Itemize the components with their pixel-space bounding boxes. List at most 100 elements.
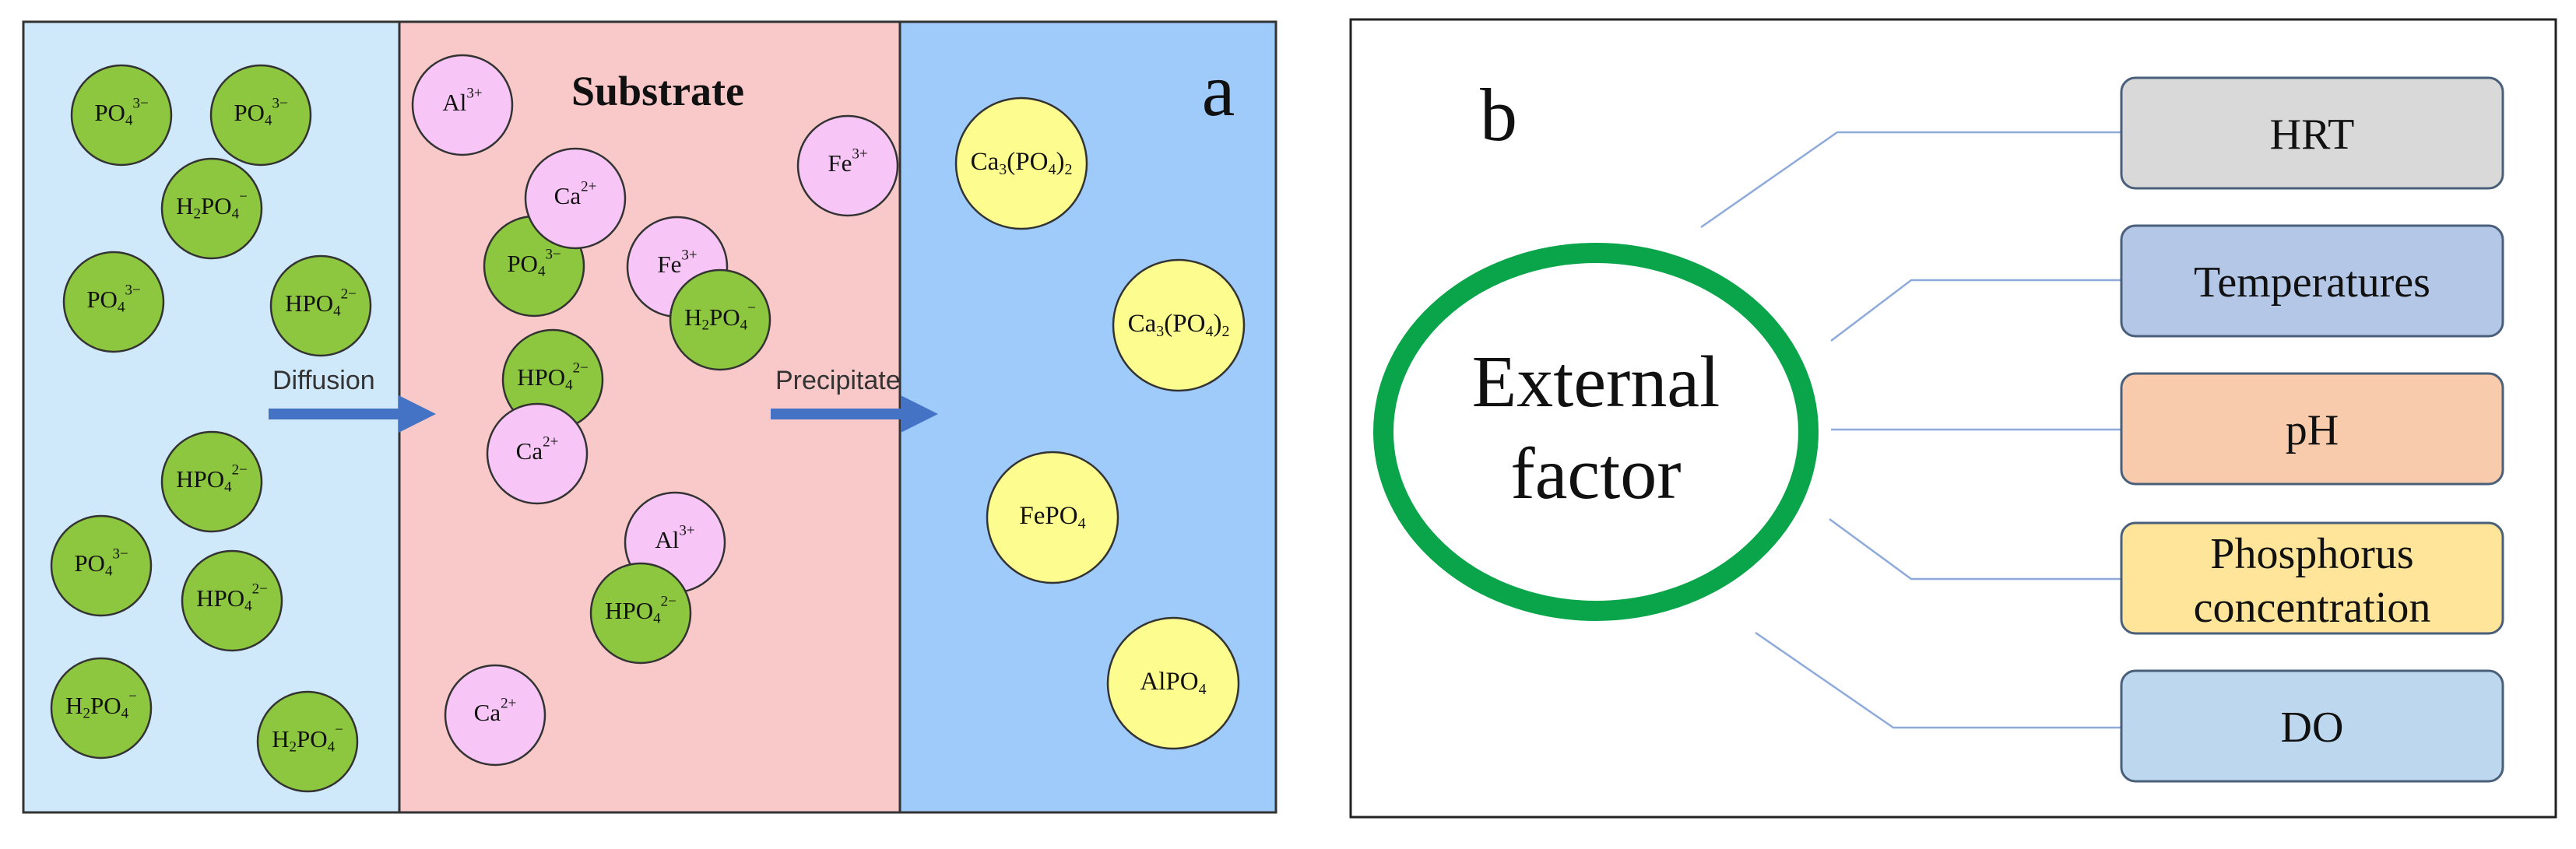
factor-box-bg bbox=[2120, 372, 2504, 486]
connector-line bbox=[1755, 631, 2121, 729]
metal-cation: Al3+ bbox=[411, 54, 514, 156]
connector-line bbox=[1830, 279, 2121, 342]
precipitate: Ca3(PO4)2 bbox=[1112, 258, 1246, 392]
ion-label: Al3+ bbox=[442, 86, 482, 116]
factor-box-phosphorus: Phosphorus concentration bbox=[2120, 521, 2504, 635]
ion-circle bbox=[50, 657, 153, 760]
phosphate-ion: HPO42− bbox=[589, 562, 692, 665]
precipitate-label: Ca3(PO4)2 bbox=[1128, 310, 1230, 340]
substrate-title: Substrate bbox=[571, 68, 744, 114]
ion-label: HPO42− bbox=[605, 594, 677, 627]
ion-circle bbox=[160, 430, 263, 533]
precipitate: FePO4 bbox=[986, 451, 1119, 584]
factor-box-do: DO bbox=[2120, 669, 2504, 783]
ion-circle bbox=[524, 147, 627, 250]
arrow-precipitate: Precipitate bbox=[771, 366, 938, 433]
factor-label: pH bbox=[2286, 406, 2339, 454]
arrow-label: Precipitate bbox=[775, 366, 901, 395]
ion-label: H2PO4− bbox=[272, 722, 343, 756]
precipitate: Ca3(PO4)2 bbox=[954, 96, 1088, 230]
ion-label: Fe3+ bbox=[828, 146, 867, 177]
ion-label: HPO42− bbox=[285, 286, 357, 320]
phosphate-ion: HPO42− bbox=[269, 254, 372, 357]
factor-label: Phosphorus bbox=[2210, 530, 2413, 578]
ion-circle bbox=[160, 157, 263, 260]
arrow-head-icon bbox=[901, 395, 938, 433]
factor-box-ph: pH bbox=[2120, 372, 2504, 486]
ion-circle bbox=[444, 664, 546, 767]
ion-label: HPO42− bbox=[176, 462, 248, 496]
ion-label: Fe3+ bbox=[657, 247, 697, 278]
precipitate-circle bbox=[986, 451, 1119, 584]
ion-circle bbox=[796, 114, 899, 217]
phosphate-ion: HPO42− bbox=[160, 430, 263, 533]
metal-cation: Ca2+ bbox=[444, 664, 546, 767]
ion-label: H2PO4− bbox=[176, 189, 248, 223]
phosphate-ion: PO43− bbox=[50, 514, 153, 617]
factor-label: Temperatures bbox=[2194, 258, 2430, 307]
phosphate-ion: HPO42− bbox=[181, 549, 283, 652]
precipitate-label: AlPO4 bbox=[1140, 668, 1206, 698]
factor-label-line2: concentration bbox=[2194, 584, 2431, 632]
precipitate: AlPO4 bbox=[1106, 616, 1240, 750]
phosphate-ion: H2PO4− bbox=[669, 268, 771, 371]
precipitate-circle bbox=[954, 96, 1088, 230]
arrow-diffusion: Diffusion bbox=[269, 366, 436, 433]
ion-label: Al3+ bbox=[655, 523, 694, 553]
phosphate-ion: H2PO4− bbox=[256, 690, 359, 793]
ion-label: HPO42− bbox=[517, 360, 589, 394]
panel-label-a: a bbox=[1202, 48, 1235, 132]
center-label-line1: External bbox=[1472, 342, 1720, 423]
ion-circle bbox=[411, 54, 514, 156]
center-label-line2: factor bbox=[1510, 433, 1681, 514]
connector-line bbox=[1700, 131, 2121, 229]
phosphate-ion: PO43− bbox=[209, 64, 312, 167]
ion-label: PO43− bbox=[507, 247, 561, 280]
factor-label: HRT bbox=[2270, 111, 2355, 159]
ion-label: PO43− bbox=[94, 96, 148, 129]
arrow-label: Diffusion bbox=[272, 366, 375, 395]
ion-label: PO43− bbox=[74, 546, 128, 580]
ion-label: PO43− bbox=[86, 282, 140, 316]
precipitate-circle bbox=[1112, 258, 1246, 392]
phosphate-ion: H2PO4− bbox=[160, 157, 263, 260]
connector-line bbox=[1829, 517, 2121, 581]
factor-box-bg bbox=[2120, 521, 2504, 635]
ion-circle bbox=[589, 562, 692, 665]
ion-circle bbox=[62, 251, 165, 353]
ion-label: Ca2+ bbox=[474, 696, 517, 726]
factor-box-bg bbox=[2120, 76, 2504, 190]
ion-circle bbox=[209, 64, 312, 167]
ion-circle bbox=[669, 268, 771, 371]
precipitate-circle bbox=[1106, 616, 1240, 750]
external-factor-ring bbox=[1373, 243, 1819, 621]
ion-label: Ca2+ bbox=[554, 179, 597, 209]
ion-label: HPO42− bbox=[196, 581, 268, 615]
ion-circle bbox=[50, 514, 153, 617]
panel-a-frame bbox=[22, 20, 1277, 814]
precipitate-label: Ca3(PO4)2 bbox=[971, 148, 1073, 178]
ion-label: PO43− bbox=[234, 96, 287, 129]
ion-circle bbox=[269, 254, 372, 357]
ion-circle bbox=[181, 549, 283, 652]
factor-box-hrt: HRT bbox=[2120, 76, 2504, 190]
factor-box-temperatures: Temperatures bbox=[2120, 224, 2504, 338]
ion-circle bbox=[486, 402, 589, 505]
factor-box-bg bbox=[2120, 224, 2504, 338]
metal-cation: Ca2+ bbox=[486, 402, 589, 505]
metal-cation: Fe3+ bbox=[796, 114, 899, 217]
ion-circle bbox=[70, 64, 173, 167]
precipitate-label: FePO4 bbox=[1019, 502, 1085, 532]
arrow-head-icon bbox=[399, 395, 436, 433]
ion-label: Ca2+ bbox=[516, 434, 559, 465]
phosphate-ion: PO43− bbox=[62, 251, 165, 353]
factor-label: DO bbox=[2281, 703, 2344, 752]
panel-label-b: b bbox=[1480, 73, 1517, 156]
phosphate-ion: H2PO4− bbox=[50, 657, 153, 760]
phosphate-ion: PO43− bbox=[70, 64, 173, 167]
ion-label: H2PO4− bbox=[65, 689, 137, 722]
ion-circle bbox=[256, 690, 359, 793]
